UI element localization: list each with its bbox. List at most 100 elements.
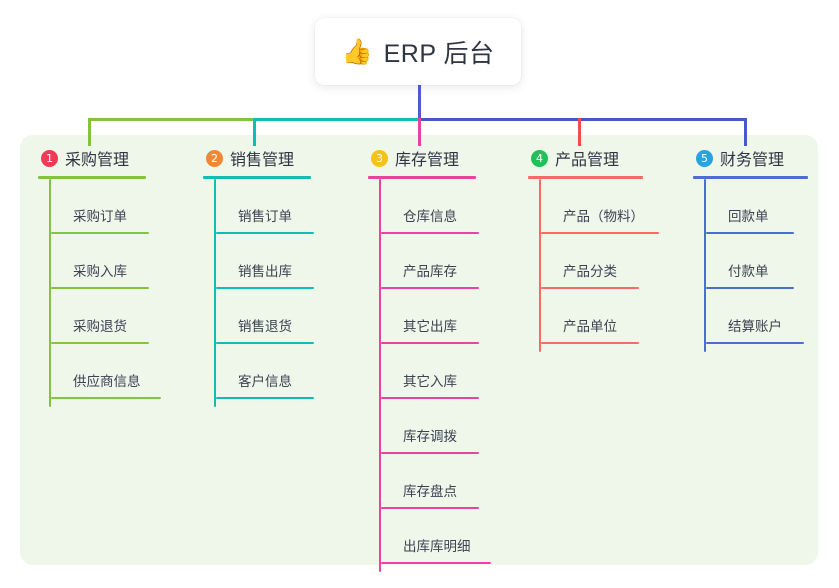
branch-header-2[interactable]: 2 销售管理 (203, 146, 311, 170)
branch-item-label: 供应商信息 (73, 374, 141, 389)
branch-item-rule (381, 287, 479, 289)
root-node[interactable]: 👍 ERP 后台 (315, 18, 521, 85)
branch-header-4[interactable]: 4 产品管理 (528, 146, 643, 170)
branch-item-label: 销售订单 (238, 209, 292, 224)
branch-item[interactable]: 采购订单 (51, 179, 149, 234)
branch-item-label: 产品分类 (563, 264, 617, 279)
branch-item[interactable]: 采购入库 (51, 234, 149, 289)
branch-item[interactable]: 产品单位 (541, 289, 643, 344)
branch-item-rule (216, 287, 314, 289)
branch-item-label: 出库库明细 (403, 539, 471, 554)
branch-item-rule (381, 507, 479, 509)
branch-item-label: 采购退货 (73, 319, 127, 334)
branch-column-3: 3 库存管理仓库信息产品库存其它出库其它入库库存调拨库存盘点出库库明细 (368, 146, 491, 572)
branch-item-rule (51, 287, 149, 289)
branch-item-rule (381, 397, 479, 399)
branch-item[interactable]: 出库库明细 (381, 509, 491, 564)
branch-item-rule (706, 342, 804, 344)
branch-item-rule (216, 397, 314, 399)
branch-item[interactable]: 付款单 (706, 234, 808, 289)
branch-header-rule (693, 176, 808, 179)
branch-item-list: 回款单付款单结算账户 (693, 179, 808, 352)
branch-item-rule (381, 232, 479, 234)
branch-header-rule (368, 176, 476, 179)
branch-item-label: 其它出库 (403, 319, 457, 334)
branch-item[interactable]: 供应商信息 (51, 344, 161, 399)
branch-item-rule (381, 452, 479, 454)
connector-drop-5 (744, 118, 747, 146)
branch-index-badge: 3 (371, 149, 388, 167)
branch-column-2: 2 销售管理销售订单销售出库销售退货客户信息 (203, 146, 314, 407)
branch-header-1[interactable]: 1 采购管理 (38, 146, 146, 170)
branch-item[interactable]: 产品库存 (381, 234, 479, 289)
branch-header-5[interactable]: 5 财务管理 (693, 146, 808, 170)
branch-item-rule (51, 342, 149, 344)
branch-item[interactable]: 库存盘点 (381, 454, 479, 509)
branch-spine (379, 179, 381, 572)
branch-index-badge: 1 (41, 149, 58, 167)
branch-item-list: 产品（物料） 产品分类产品单位 (528, 179, 659, 352)
branch-title: 采购管理 (65, 152, 130, 169)
branch-item-rule (51, 232, 149, 234)
thumbs-up-icon: 👍 (341, 37, 373, 66)
branch-item-label: 销售退货 (238, 319, 292, 334)
branch-spine (49, 179, 51, 407)
branch-item-label: 采购入库 (73, 264, 127, 279)
branch-header-rule (38, 176, 146, 179)
branch-item-label: 其它入库 (403, 374, 457, 389)
branch-column-4: 4 产品管理产品（物料） 产品分类产品单位 (528, 146, 659, 352)
branch-item[interactable]: 产品分类 (541, 234, 643, 289)
branch-item[interactable]: 库存调拨 (381, 399, 479, 454)
branch-item-rule (541, 232, 659, 234)
branch-item-label: 产品单位 (563, 319, 617, 334)
branch-index-badge: 5 (696, 149, 713, 167)
connector-bar-segment-3 (419, 118, 744, 121)
branch-item[interactable]: 回款单 (706, 179, 808, 234)
branch-spine (539, 179, 541, 352)
branch-item-label: 库存盘点 (403, 484, 457, 499)
connector-drop-1 (88, 118, 91, 146)
branch-item-label: 仓库信息 (403, 209, 457, 224)
branch-item-rule (51, 397, 161, 399)
branch-item[interactable]: 采购退货 (51, 289, 149, 344)
branch-header-3[interactable]: 3 库存管理 (368, 146, 476, 170)
branch-item-rule (216, 342, 314, 344)
branch-item-list: 仓库信息产品库存其它出库其它入库库存调拨库存盘点出库库明细 (368, 179, 491, 572)
branch-item[interactable]: 销售订单 (216, 179, 314, 234)
connector-drop-2 (253, 118, 256, 146)
branch-item[interactable]: 产品（物料） (541, 179, 659, 234)
connector-root-trunk (418, 85, 421, 121)
branch-item-rule (706, 232, 794, 234)
branch-item-list: 销售订单销售出库销售退货客户信息 (203, 179, 314, 407)
branch-item[interactable]: 客户信息 (216, 344, 314, 399)
branch-item-label: 结算账户 (728, 319, 782, 334)
branch-header-rule (528, 176, 643, 179)
branch-item[interactable]: 仓库信息 (381, 179, 479, 234)
branch-item-label: 产品（物料） (563, 209, 644, 224)
connector-bar-segment-1 (88, 118, 253, 121)
branch-item[interactable]: 结算账户 (706, 289, 808, 344)
branch-item-label: 库存调拨 (403, 429, 457, 444)
connector-drop-3 (418, 118, 421, 146)
branch-item[interactable]: 销售出库 (216, 234, 314, 289)
branch-spine (214, 179, 216, 407)
branch-item-rule (541, 342, 639, 344)
branch-item[interactable]: 销售退货 (216, 289, 314, 344)
branch-item-label: 采购订单 (73, 209, 127, 224)
branch-title: 产品管理 (555, 152, 620, 169)
branch-title: 财务管理 (720, 152, 785, 169)
branch-item-rule (706, 287, 794, 289)
branch-item[interactable]: 其它入库 (381, 344, 479, 399)
branch-title: 库存管理 (395, 152, 460, 169)
branch-item-rule (381, 342, 479, 344)
connector-bar-segment-2 (253, 118, 419, 121)
branch-item[interactable]: 其它出库 (381, 289, 479, 344)
root-node-label: ERP 后台 (383, 39, 495, 68)
branch-spine (704, 179, 706, 352)
branch-title: 销售管理 (230, 152, 295, 169)
branch-index-badge: 4 (531, 149, 548, 167)
branch-index-badge: 2 (206, 149, 223, 167)
connector-drop-4 (578, 118, 581, 146)
branch-item-rule (541, 287, 639, 289)
